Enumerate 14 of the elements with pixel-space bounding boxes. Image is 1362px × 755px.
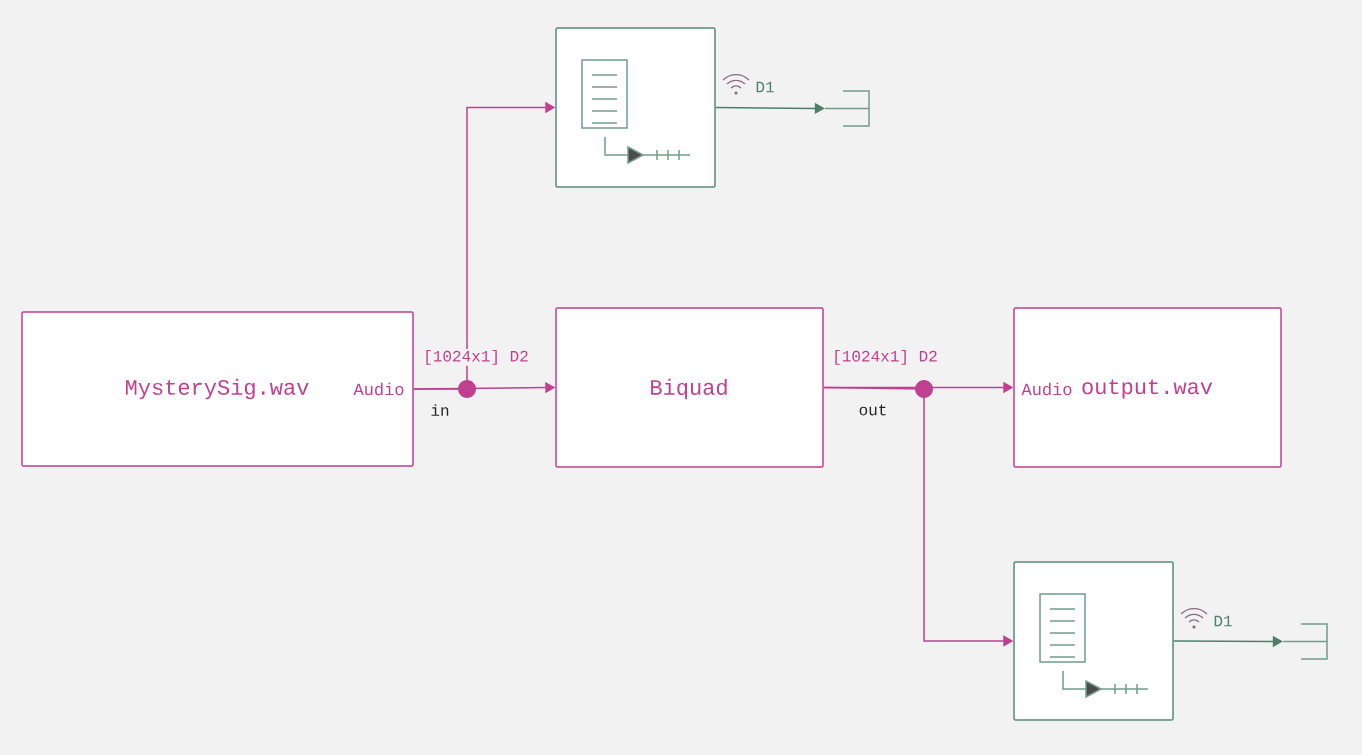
terminator-symbol [824,90,870,127]
port-label: Audio [1021,382,1072,396]
buffer-block [1013,561,1174,721]
block-box [21,311,414,467]
block-box [1013,307,1282,468]
block-title: output.wav [1082,379,1213,399]
block-title: Biquad [651,378,727,400]
terminator-symbol [1282,623,1328,660]
port-label: Audio [353,382,404,396]
block-box [555,307,824,468]
signal-name: in [431,404,449,416]
signal-name: out [859,404,886,416]
buffer-block [555,27,716,188]
block-title: MysterySig.wav [125,378,309,400]
